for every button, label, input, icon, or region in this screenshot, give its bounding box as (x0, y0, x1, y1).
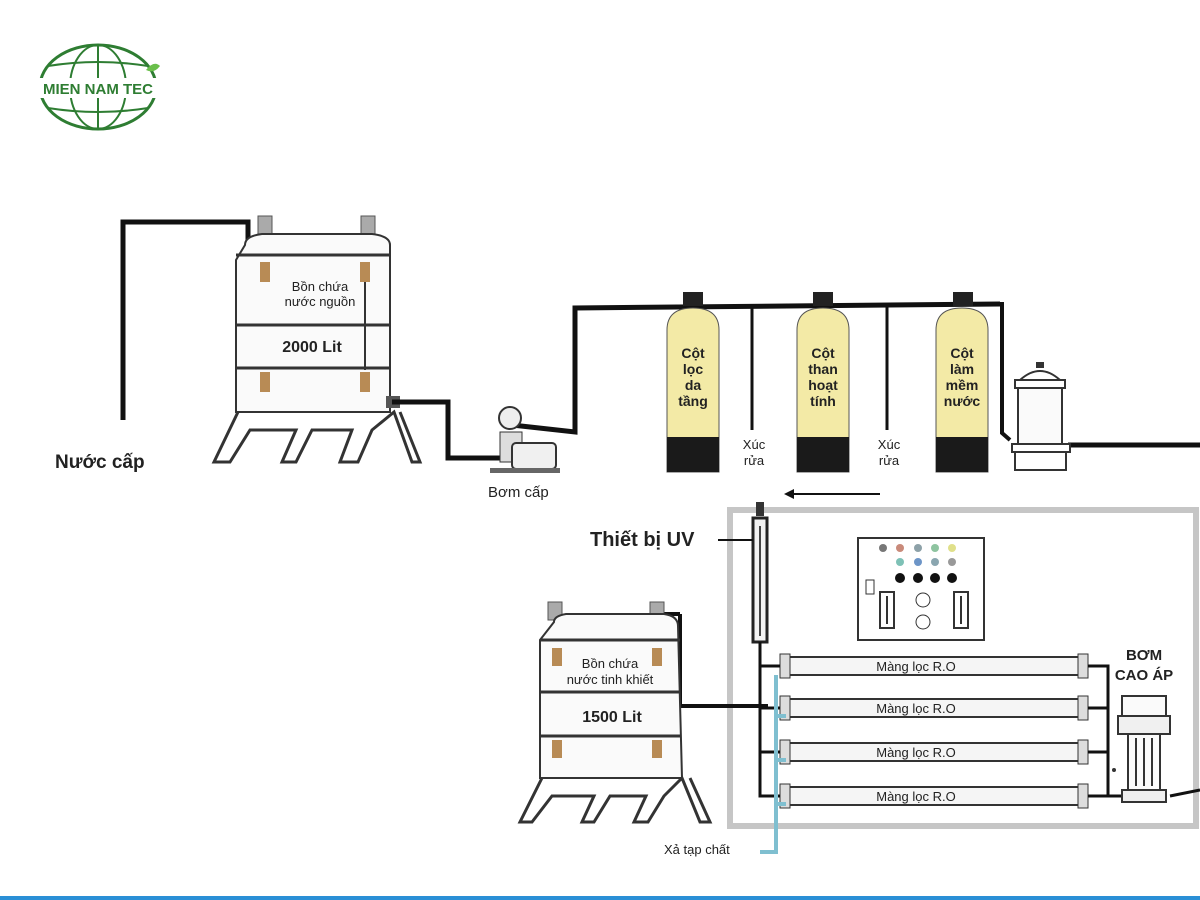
drain-pipe (760, 675, 786, 854)
column-1-line3: da (685, 377, 702, 393)
uv-device-icon (751, 502, 769, 660)
leaf-icon (146, 63, 160, 72)
column-3-line1: Cột (950, 345, 974, 361)
feed-pump-icon (490, 406, 560, 473)
column-1-line2: lọc (683, 361, 703, 377)
tank-source-capacity: 2000 Lit (282, 339, 342, 356)
filter-column-1: Cột lọc da tầng (666, 292, 720, 473)
ro-membrane-2: Màng lọc R.O (779, 695, 1089, 721)
ro-system-frame (727, 507, 1199, 829)
bottom-rule (0, 896, 1200, 900)
column-3-line3: mềm (946, 377, 979, 393)
label-thiet-bi-uv: Thiết bị UV (590, 529, 695, 551)
membrane-3-label: Màng lọc R.O (876, 745, 955, 760)
label-xa-tap-chat: Xả tạp chất (664, 842, 730, 857)
control-panel (857, 537, 985, 641)
column-1-line1: Cột (681, 345, 705, 361)
membrane-4-label: Màng lọc R.O (876, 789, 955, 804)
logo-text: MIEN NAM TEC (43, 81, 153, 98)
membrane-2-label: Màng lọc R.O (876, 701, 955, 716)
tank-product-capacity: 1500 Lit (582, 709, 642, 726)
ro-membrane-4: Màng lọc R.O (779, 783, 1089, 809)
label-nuoc-cap: Nước cấp (55, 452, 145, 473)
column-3-line2: làm (950, 361, 974, 377)
cartridge-filter-icon (1011, 362, 1071, 471)
label-bom-cao-ap-2: CAO ÁP (1115, 667, 1173, 684)
inlet-pipe (120, 219, 251, 420)
column-2-line2: than (808, 361, 838, 377)
source-tank: Bồn chứa nước nguồn 2000 Lit (211, 215, 423, 464)
backwash-2-line2: rửa (879, 453, 900, 468)
filter-column-2: Cột than hoạt tính (796, 292, 850, 473)
backwash-1-line1: Xúc (743, 437, 766, 452)
tank-source-line1: Bồn chứa (292, 279, 349, 294)
column-2-line4: tính (810, 393, 836, 409)
column-1-line4: tầng (678, 393, 708, 409)
ro-membrane-3: Màng lọc R.O (779, 739, 1089, 765)
backwash-1-line2: rửa (744, 453, 765, 468)
label-bom-cao-ap-1: BƠM (1126, 647, 1162, 664)
tank-product-line1: Bồn chứa (582, 656, 639, 671)
company-logo: MIEN NAM TEC (38, 43, 160, 131)
tank-product-line2: nước tinh khiết (567, 672, 654, 687)
product-tank: Bồn chứa nước tinh khiết 1500 Lit (517, 601, 713, 824)
feed-pipe (386, 301, 1200, 461)
column-2-line3: hoạt (808, 377, 838, 393)
flow-arrow-icon (784, 489, 880, 499)
tank-source-line2: nước nguồn (285, 294, 356, 309)
high-pressure-pump-icon (1112, 695, 1171, 803)
column-2-line1: Cột (811, 345, 835, 361)
ro-membrane-1: Màng lọc R.O (779, 653, 1089, 679)
membrane-1-label: Màng lọc R.O (876, 659, 955, 674)
filter-column-3: Cột làm mềm nước (935, 292, 989, 473)
backwash-2-line1: Xúc (878, 437, 901, 452)
label-bom-cap: Bơm cấp (488, 484, 549, 501)
column-3-line4: nước (944, 393, 981, 409)
